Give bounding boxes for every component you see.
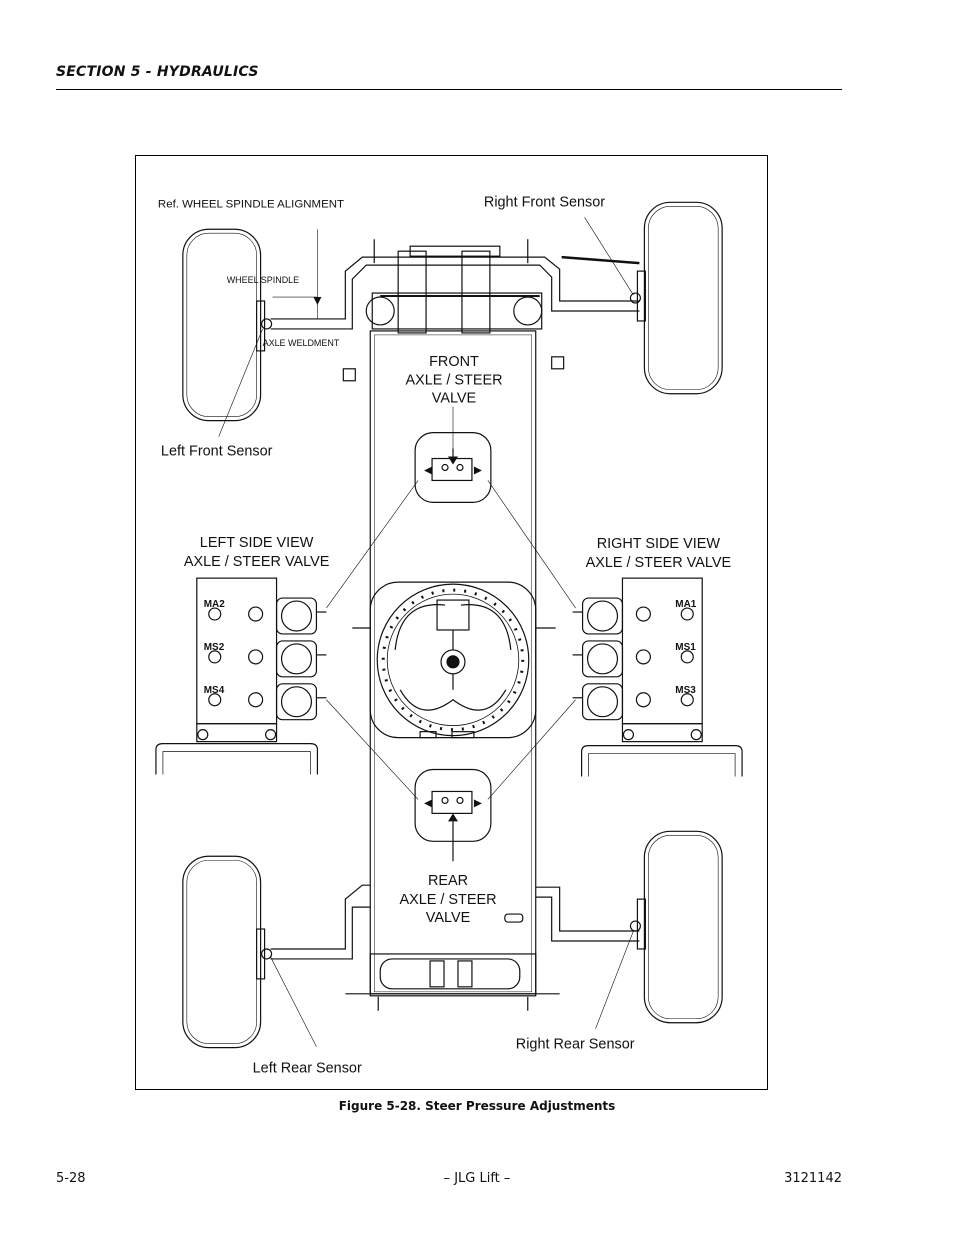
rear-valve-label-3: VALVE: [426, 910, 471, 926]
front-valve-label-2: AXLE / STEER: [405, 373, 502, 389]
front-valve-label-3: VALVE: [432, 391, 477, 407]
left-port-label: MS2: [204, 642, 225, 653]
right-port-label: MS1: [675, 642, 696, 653]
left-port-label: MS4: [204, 685, 225, 696]
wheel-spindle-label: WHEEL SPINDLE: [227, 275, 299, 285]
front-left-wheel: [182, 228, 273, 422]
left-side-view-label-2: AXLE / STEER VALVE: [184, 554, 330, 570]
front-right-wheel: [629, 201, 723, 395]
rear-right-wheel: [629, 830, 723, 1024]
footer-center-text: – JLG Lift –: [443, 1171, 511, 1186]
rear-valve-label-1: REAR: [428, 873, 468, 889]
right-side-view-label-1: RIGHT SIDE VIEW: [597, 536, 721, 552]
figure-caption: Figure 5-28. Steer Pressure Adjustments: [338, 1099, 616, 1113]
rear-valve-label-2: AXLE / STEER: [399, 892, 496, 908]
left-port-label: MA2: [204, 599, 225, 610]
axle-weldment-label: AXLE WELDMENT: [263, 338, 340, 348]
left-rear-sensor-label: Left Rear Sensor: [253, 1061, 362, 1077]
left-side-valve-view: [155, 577, 327, 775]
document-number: 3121142: [784, 1171, 842, 1186]
right-side-view-label-2: AXLE / STEER VALVE: [586, 555, 732, 571]
rear-valve-box: [414, 768, 492, 862]
ref-wheel-spindle-label: Ref. WHEEL SPINDLE ALIGNMENT: [158, 198, 344, 210]
rear-left-wheel: [182, 855, 273, 1049]
steer-diagram: Ref. WHEEL SPINDLE ALIGNMENT WHEEL SPIND…: [155, 194, 743, 1077]
turntable: [352, 581, 556, 739]
rear-axle: [270, 884, 640, 1011]
front-axle: [270, 239, 640, 382]
front-valve-label-1: FRONT: [429, 354, 479, 370]
figure-frame: Ref. WHEEL SPINDLE ALIGNMENT WHEEL SPIND…: [135, 155, 768, 1090]
right-port-label: MA1: [675, 599, 696, 610]
page-number: 5-28: [56, 1171, 86, 1186]
leader-lines: [218, 217, 634, 1047]
right-front-sensor-label: Right Front Sensor: [484, 194, 605, 210]
right-rear-sensor-label: Right Rear Sensor: [516, 1037, 635, 1053]
right-side-valve-view: [572, 577, 743, 777]
right-port-label: MS3: [675, 685, 696, 696]
header-rule: [56, 89, 842, 90]
section-title: SECTION 5 - HYDRAULICS: [56, 64, 259, 80]
left-front-sensor-label: Left Front Sensor: [161, 444, 273, 460]
left-side-view-label-1: LEFT SIDE VIEW: [200, 535, 314, 551]
